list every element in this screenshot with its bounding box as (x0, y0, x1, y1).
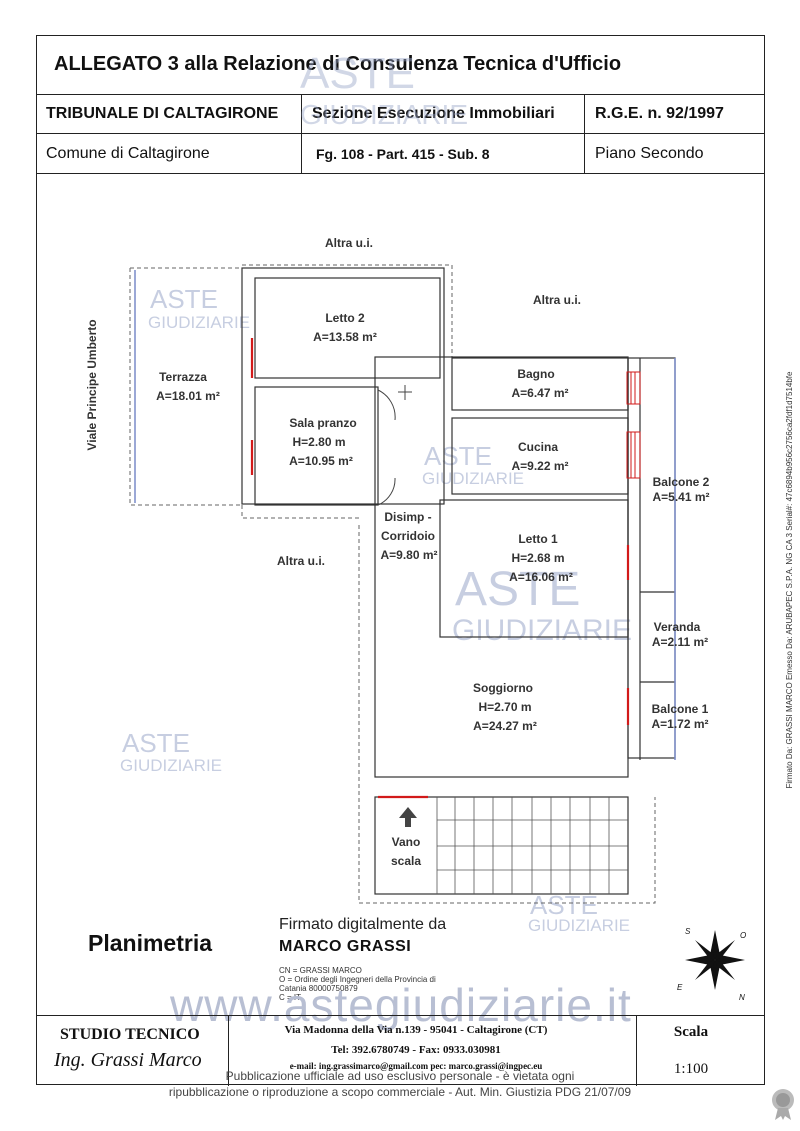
svg-text:GIUDIZIARIE: GIUDIZIARIE (300, 99, 468, 130)
label-altra-left: Altra u.i. (277, 554, 325, 568)
svg-text:ASTE: ASTE (150, 284, 218, 314)
svg-text:ASTE: ASTE (300, 49, 415, 98)
court-name: TRIBUNALE DI CALTAGIRONE (46, 105, 279, 122)
title-row: ALLEGATO 3 alla Relazione di Consulenza … (36, 35, 765, 95)
room-letto1-height: H=2.68 m (511, 551, 564, 565)
vano-scala-label-1: Vano (392, 835, 421, 849)
stair-arrow-icon (399, 807, 417, 827)
room-balcone2-area: A=5.41 m² (652, 490, 709, 504)
vano-scala-label-2: scala (391, 854, 421, 868)
room-sala-name: Sala pranzo (289, 416, 356, 430)
windows (250, 338, 630, 799)
room-veranda-name: Veranda (654, 620, 701, 634)
svg-text:ASTE: ASTE (424, 441, 492, 471)
legal-disclaimer: Pubblicazione ufficiale ad uso esclusivo… (168, 1069, 632, 1099)
street-label: Viale Principe Umberto (85, 319, 99, 450)
studio-address: Via Madonna della Via n.139 - 95041 - Ca… (284, 1024, 548, 1036)
svg-text:N: N (739, 993, 745, 1002)
watermark-logo-1: ASTE GIUDIZIARIE (148, 284, 250, 332)
planimetria-title: Planimetria (88, 930, 212, 956)
room-bagno-area: A=6.47 m² (511, 386, 568, 400)
location-row: Comune di Caltagirone Fg. 108 - Part. 41… (36, 134, 765, 174)
room-balcone1-name: Balcone 1 (652, 702, 709, 716)
catasto-reference: Fg. 108 - Part. 415 - Sub. 8 (301, 134, 584, 173)
section-name: Sezione Esecuzione Immobiliari (301, 95, 584, 133)
room-soggiorno-area: A=24.27 m² (473, 719, 537, 733)
studio-name: STUDIO TECNICO (60, 1026, 200, 1043)
svg-text:GIUDIZIARIE: GIUDIZIARIE (422, 469, 524, 488)
studio-contacts: Via Madonna della Via n.139 - 95041 - Ca… (226, 1020, 606, 1072)
room-disimp-name-1: Disimp - (384, 510, 431, 524)
comune: Comune di Caltagirone (46, 144, 210, 162)
room-sala-area: A=10.95 m² (289, 454, 353, 468)
svg-text:ASTE: ASTE (122, 728, 190, 758)
door-swings (377, 385, 412, 506)
svg-text:GIUDIZIARIE: GIUDIZIARIE (148, 313, 250, 332)
compass-rose-icon: S O E N (677, 927, 746, 1002)
signature-caption: Firmato digitalmente da (279, 916, 447, 933)
title-block: STUDIO TECNICO Ing. Grassi Marco Via Mad… (36, 1015, 765, 1086)
signer-details: CN = GRASSI MARCO O = Ordine degli Ingeg… (279, 966, 436, 1002)
digital-signature: Firmato digitalmente da MARCO GRASSI CN … (279, 916, 446, 1002)
court-row: TRIBUNALE DI CALTAGIRONE Sezione Esecuzi… (36, 95, 765, 134)
staircase (436, 797, 628, 894)
room-letto1-area: A=16.06 m² (509, 570, 573, 584)
watermark-url: www.astegiudiziarie.it (170, 979, 632, 1031)
svg-text:GIUDIZIARIE: GIUDIZIARIE (120, 756, 222, 775)
rge-number: R.G.E. n. 92/1997 (584, 95, 765, 133)
svg-text:E: E (677, 983, 683, 992)
watermark-logo-4: ASTE GIUDIZIARIE (120, 728, 222, 775)
watermark-logo-3: ASTE GIUDIZIARIE (452, 563, 632, 647)
label-altra-right: Altra u.i. (533, 293, 581, 307)
room-terrazza-name: Terrazza (159, 370, 207, 384)
floor-level: Piano Secondo (584, 134, 765, 173)
studio-phone: Tel: 392.6780749 - Fax: 0933.030981 (331, 1044, 501, 1056)
signer-name: MARCO GRASSI (279, 938, 412, 955)
room-soggiorno-name: Soggiorno (473, 681, 533, 695)
scale-label: Scala (673, 1024, 709, 1040)
room-cucina-name: Cucina (518, 440, 558, 454)
room-letto2-name: Letto 2 (325, 311, 365, 325)
svg-text:ASTE: ASTE (530, 890, 598, 920)
engineer-name: Ing. Grassi Marco (54, 1049, 202, 1071)
svg-text:ASTE: ASTE (455, 563, 580, 616)
room-disimp-name-2: Corridoio (381, 529, 435, 543)
room-terrazza-area: A=18.01 m² (156, 389, 220, 403)
document-title: ALLEGATO 3 alla Relazione di Consulenza … (54, 53, 622, 75)
label-altra-top: Altra u.i. (325, 236, 373, 250)
room-veranda-area: A=2.11 m² (652, 635, 708, 649)
room-cucina-area: A=9.22 m² (511, 459, 568, 473)
room-balcone1-area: A=1.72 m² (651, 717, 708, 731)
studio-email: e-mail: ing.grassimarco@gmail.com pec: m… (289, 1061, 543, 1071)
room-balcone2-name: Balcone 2 (653, 475, 710, 489)
svg-text:S: S (685, 927, 691, 936)
document-frame (36, 35, 765, 1085)
room-soggiorno-height: H=2.70 m (478, 700, 531, 714)
seal-icon (772, 1089, 794, 1120)
room-letto1-name: Letto 1 (518, 532, 558, 546)
scale-value: 1:100 (673, 1061, 709, 1077)
watermark-logo-5: ASTE GIUDIZIARIE (528, 890, 630, 935)
room-sala-height: H=2.80 m (292, 435, 345, 449)
svg-text:O: O (740, 931, 746, 940)
svg-text:GIUDIZIARIE: GIUDIZIARIE (528, 916, 630, 935)
room-letto2-area: A=13.58 m² (313, 330, 377, 344)
watermark-logo-2: ASTE GIUDIZIARIE (422, 441, 524, 488)
room-bagno-name: Bagno (517, 367, 554, 381)
room-disimp-area: A=9.80 m² (380, 548, 437, 562)
boundary-dashed (129, 264, 656, 904)
window-grilles (626, 371, 641, 479)
watermark-header: ASTE GIUDIZIARIE (300, 49, 468, 130)
svg-text:GIUDIZIARIE: GIUDIZIARIE (452, 614, 632, 647)
